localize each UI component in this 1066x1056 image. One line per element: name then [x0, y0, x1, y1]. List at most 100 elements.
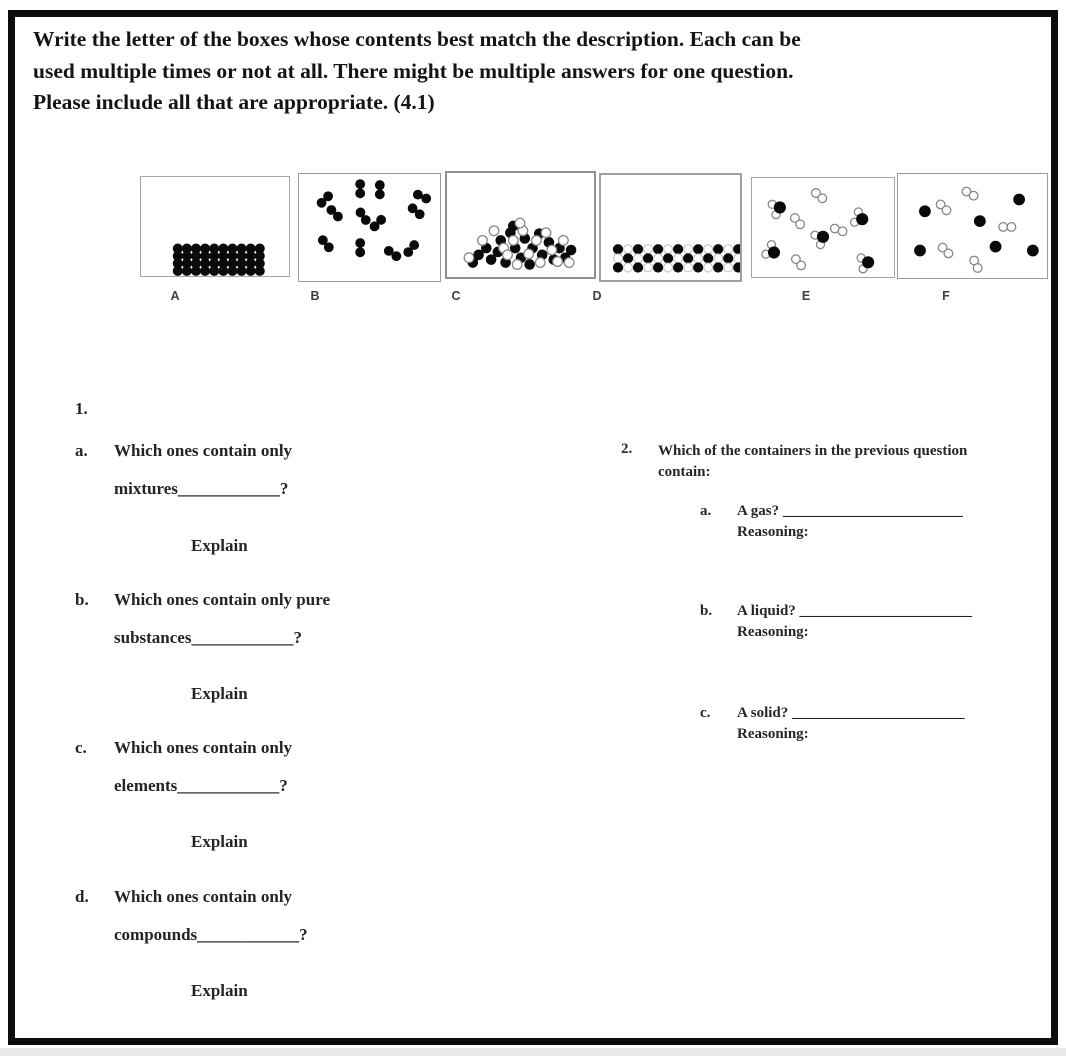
particle — [613, 253, 623, 264]
particle — [236, 251, 247, 262]
particle — [218, 251, 229, 262]
particle — [355, 207, 366, 218]
particle — [245, 251, 256, 262]
particle — [414, 209, 425, 220]
box-label-f: F — [942, 289, 950, 303]
particle — [530, 234, 542, 246]
particle — [254, 265, 265, 276]
particle — [218, 258, 229, 269]
particle-diagram-c — [463, 217, 577, 270]
particle — [972, 263, 983, 273]
particle — [789, 213, 800, 223]
particle — [488, 225, 500, 237]
box-label-c: C — [451, 289, 461, 303]
particle — [552, 256, 564, 268]
particle — [355, 238, 366, 248]
particle — [172, 265, 183, 276]
box-label-e: E — [801, 289, 811, 303]
particle — [355, 188, 366, 199]
particle — [227, 265, 238, 276]
particle — [409, 240, 420, 250]
particle — [703, 253, 714, 264]
particle — [360, 215, 371, 225]
particle — [181, 243, 192, 254]
particle — [941, 205, 952, 216]
particle — [643, 244, 654, 255]
particle — [227, 258, 238, 269]
particle — [407, 203, 418, 214]
particle — [172, 258, 183, 269]
particle — [236, 258, 247, 269]
particle — [817, 193, 828, 204]
particle — [355, 247, 366, 258]
particle — [673, 262, 684, 273]
instructions-line-1: Write the letter of the boxes whose cont… — [33, 27, 801, 51]
particle — [511, 259, 523, 270]
particle — [973, 215, 986, 227]
q1c-letter: c. — [75, 738, 87, 757]
particle — [767, 246, 781, 259]
q2a-question-blank: A gas? ________________________ — [737, 503, 963, 519]
particle — [633, 253, 643, 264]
particle — [733, 253, 740, 264]
q1b-line1: Which ones contain only pure — [114, 590, 331, 609]
particle — [200, 243, 211, 254]
particle — [837, 226, 848, 237]
particle — [236, 265, 247, 276]
particle — [733, 262, 740, 273]
particle — [463, 252, 475, 264]
particle — [391, 251, 402, 262]
particle — [254, 258, 265, 269]
instructions-line-2: used multiple times or not at all. There… — [33, 58, 794, 83]
particle — [200, 251, 211, 262]
particle — [485, 254, 497, 265]
particle — [663, 262, 674, 273]
particle — [181, 265, 192, 276]
particle — [507, 234, 519, 246]
particle — [713, 244, 724, 255]
particle — [683, 253, 694, 264]
particle — [200, 258, 211, 269]
particle — [546, 244, 558, 256]
particle — [796, 260, 807, 271]
particle — [998, 222, 1009, 232]
particle — [236, 243, 247, 254]
particle — [190, 243, 201, 254]
particle — [914, 244, 926, 257]
q2b-letter: b. — [700, 603, 713, 619]
particle — [693, 253, 704, 264]
particle — [524, 259, 535, 270]
q1c-line2-blank: elements____________? — [114, 776, 288, 795]
particle — [374, 189, 385, 200]
q1d-line1: Which ones contain only — [114, 887, 293, 906]
box-label-b: B — [310, 289, 320, 303]
particle — [254, 251, 265, 262]
particle — [713, 253, 724, 264]
instructions: Write the letter of the boxes whose cont… — [33, 24, 1023, 119]
particle-box-e — [751, 177, 895, 278]
particle — [540, 227, 552, 239]
particle — [218, 265, 229, 276]
particle — [369, 221, 380, 232]
particle — [622, 253, 634, 264]
particle — [632, 262, 644, 273]
particle-diagram-b — [316, 179, 432, 262]
q1a-line2-blank: mixtures____________? — [114, 479, 289, 498]
particle — [563, 257, 575, 268]
particle — [565, 244, 577, 256]
particle — [523, 248, 535, 260]
particle — [703, 262, 714, 273]
q1a-letter: a. — [75, 441, 88, 460]
particle — [209, 265, 220, 276]
q1b-line2-blank: substances____________? — [114, 628, 302, 647]
particle — [693, 244, 704, 255]
particle — [245, 258, 256, 269]
particle — [673, 244, 684, 255]
particle — [703, 244, 714, 255]
particle — [935, 199, 946, 210]
particle — [1026, 244, 1039, 257]
particle-box-d — [599, 173, 742, 282]
particle — [190, 258, 201, 269]
particle — [683, 262, 694, 273]
